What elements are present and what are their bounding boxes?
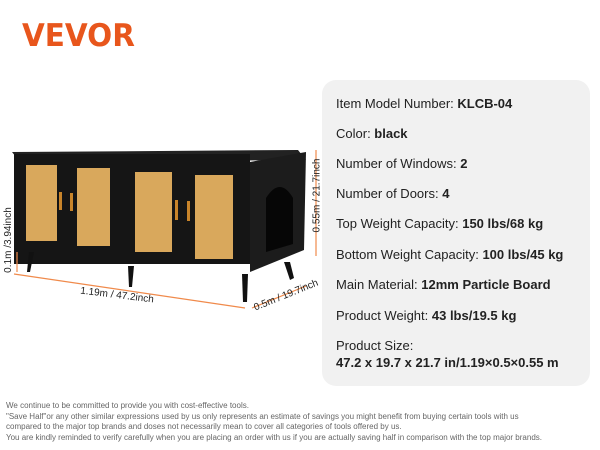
leg (128, 266, 134, 287)
cat-door-opening (266, 187, 293, 252)
vevor-logo: VEVOR (22, 18, 135, 54)
spec-doors: Number of Doors: 4 (336, 186, 450, 201)
disclaimer-line: "Save Half"or any other similar expressi… (6, 411, 519, 421)
rattan-panel (135, 172, 172, 252)
disclaimer: We continue to be committed to provide y… (6, 401, 542, 443)
depth-line (251, 285, 307, 309)
spec-windows: Number of Windows: 2 (336, 156, 468, 171)
door-handle (70, 193, 73, 211)
door-handle (187, 201, 190, 221)
height-label: 0.55m / 21.7inch (311, 158, 323, 233)
spec-panel (322, 80, 590, 386)
disclaimer-line: compared to the major top brands and dos… (6, 422, 402, 431)
disclaimer-line: We continue to be committed to provide y… (6, 401, 249, 410)
leg (242, 274, 248, 302)
spec-bottom-capacity: Bottom Weight Capacity: 100 lbs/45 kg (336, 247, 564, 262)
spec-top-capacity: Top Weight Capacity: 150 lbs/68 kg (336, 216, 544, 231)
cabinet-image (12, 150, 317, 309)
spec-size-value: 47.2 x 19.7 x 21.7 in/1.19×0.5×0.55 m (336, 355, 559, 370)
leg (284, 262, 294, 280)
door-handle (175, 200, 178, 220)
spec-model: Item Model Number: KLCB-04 (336, 96, 513, 111)
door-handle (59, 192, 62, 210)
spec-weight: Product Weight: 43 lbs/19.5 kg (336, 308, 517, 323)
leg-height-label: 0.1m /3.94inch (3, 207, 14, 273)
rattan-panel (77, 168, 110, 246)
spec-color: Color: black (336, 126, 408, 141)
rattan-panel (195, 175, 233, 259)
width-line (13, 273, 246, 309)
leg (27, 252, 34, 272)
rattan-panel (26, 165, 57, 241)
disclaimer-line: You are kindly reminded to verify carefu… (6, 432, 542, 442)
spec-size-label: Product Size: (336, 338, 414, 353)
spec-material: Main Material: 12mm Particle Board (336, 277, 551, 292)
